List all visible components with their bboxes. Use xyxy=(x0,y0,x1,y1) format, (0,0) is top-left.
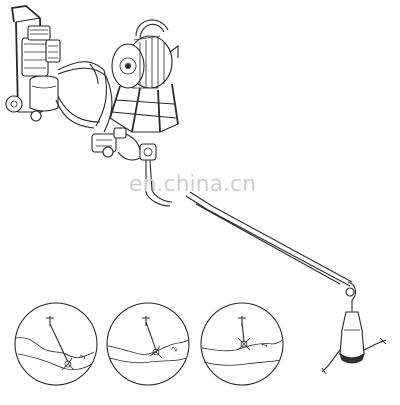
control-unit xyxy=(91,127,157,161)
hose-reel xyxy=(109,19,179,133)
inset-label-2: 2 xyxy=(170,346,179,353)
hose-lines xyxy=(55,61,113,133)
inset-label-1: 1 xyxy=(260,342,269,349)
inset-circle-2: 2 xyxy=(106,302,190,386)
inset-circle-3: 3 xyxy=(14,302,98,386)
inset-circle-1: 1 xyxy=(200,302,284,386)
pump-cart xyxy=(5,5,61,122)
hose-pole xyxy=(145,159,387,375)
inset-label-3: 3 xyxy=(78,354,87,361)
